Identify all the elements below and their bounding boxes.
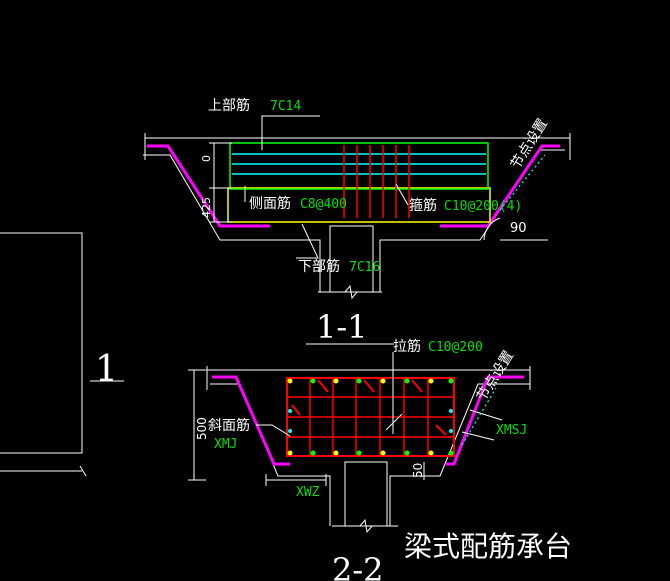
bar-dot: [287, 450, 293, 456]
bar-dot: [448, 450, 454, 456]
section-1-title: 1-1: [316, 308, 368, 346]
section-1-stirrup-value: C10@200(4): [444, 199, 522, 214]
left-panel-outline: [0, 232, 83, 454]
section-2-dim-bottom: 50: [411, 463, 425, 478]
section-1-outline: [143, 154, 321, 292]
section-2-tie-hook: [317, 379, 329, 393]
section-2-node-dotted: [461, 387, 497, 446]
section-1-top-bar-value: 7C14: [270, 99, 301, 114]
section-1-slope-bar-right: [440, 144, 560, 228]
section-2-xmsj-dim: [469, 409, 503, 421]
section-1-slope-bar-left: [147, 144, 270, 228]
section-1-bottom-bar-label: 下部筋: [298, 258, 340, 275]
section-1-stirrup-label: 箍筋: [409, 197, 437, 214]
section-2-slope-code-right: XMSJ: [496, 423, 527, 438]
section-1-side-bar-label: 侧面筋: [249, 195, 291, 212]
bar-dot: [310, 450, 316, 456]
bar-dot: [448, 378, 454, 384]
bar-dot: [380, 378, 386, 384]
diagram-caption: 梁式配筋承台: [404, 530, 572, 563]
section-1-bottom-bar-leader: [296, 223, 319, 259]
section-2-slope-leader: [256, 424, 291, 437]
section-1-stirrup-leader: [395, 183, 409, 206]
section-1-outline-right: [379, 149, 565, 292]
section-2-slope-label: 斜面筋: [208, 417, 250, 434]
bar-dot: [333, 450, 339, 456]
section-2-dim-height: 500: [195, 417, 209, 440]
bar-dot: [404, 378, 410, 384]
section-1-angle-arc: [483, 217, 501, 241]
section-2-slope-bar-left: [212, 375, 290, 466]
section-1-stirrup-frame: [229, 142, 489, 190]
bar-dot: [404, 450, 410, 456]
left-panel: 1: [0, 232, 124, 477]
bar-dot: [288, 429, 292, 433]
left-panel-tick: [79, 465, 87, 477]
section-1-top-bar-leader: [261, 115, 320, 150]
bar-dot: [356, 378, 362, 384]
section-1-angle-label: 90: [510, 221, 527, 236]
section-1-bottom-bar-value: 7C16: [349, 260, 380, 275]
bar-dot: [356, 450, 362, 456]
bar-dot: [449, 409, 453, 413]
bar-dot: [288, 409, 292, 413]
section-2-break-line: [332, 518, 398, 534]
section-2-tie-hook: [435, 424, 447, 436]
section-2-outline-left: [210, 383, 331, 526]
bar-dot: [310, 378, 316, 384]
section-1-top-bar-label: 上部筋: [208, 97, 250, 114]
section-2-tie-hook: [291, 404, 301, 416]
section-2-tie-leader-diag: [385, 413, 403, 431]
section-2-xmsj-dim: [461, 431, 495, 441]
section-2-tie-hook: [411, 379, 423, 393]
section-1-dim-height: 425: [200, 197, 213, 218]
section-1-side-bar-frame: [227, 187, 491, 223]
section-1-dim-zero: 0: [200, 155, 213, 162]
section-2-tie-label: 拉筋: [393, 338, 421, 355]
section-2-width-code: XWZ: [296, 485, 320, 500]
section-1-node-dotted: [499, 154, 546, 211]
section-2-pile: [344, 461, 388, 527]
section-1-1: 0 425 上部筋 7C14 侧面筋 C8@400 箍筋 C10@200(4) …: [143, 97, 571, 346]
section-2-bar-dots: [287, 378, 454, 456]
bar-dot: [428, 378, 434, 384]
section-2-tie-value: C10@200: [428, 340, 483, 355]
section-2-title: 2-2: [332, 551, 384, 581]
section-2-outline-right: [389, 383, 530, 526]
bar-dot: [449, 429, 453, 433]
section-1-side-bar-value: C8@400: [300, 197, 347, 212]
section-1-break-line: [318, 284, 382, 300]
left-panel-label: 1: [95, 349, 118, 390]
section-2-tie-hook: [363, 379, 375, 393]
bar-dot: [380, 450, 386, 456]
bar-dot: [287, 378, 293, 384]
bar-dot: [428, 450, 434, 456]
section-2-slope-bar-right: [446, 375, 524, 466]
bar-dot: [333, 378, 339, 384]
section-2-slope-code: XMJ: [214, 437, 237, 452]
